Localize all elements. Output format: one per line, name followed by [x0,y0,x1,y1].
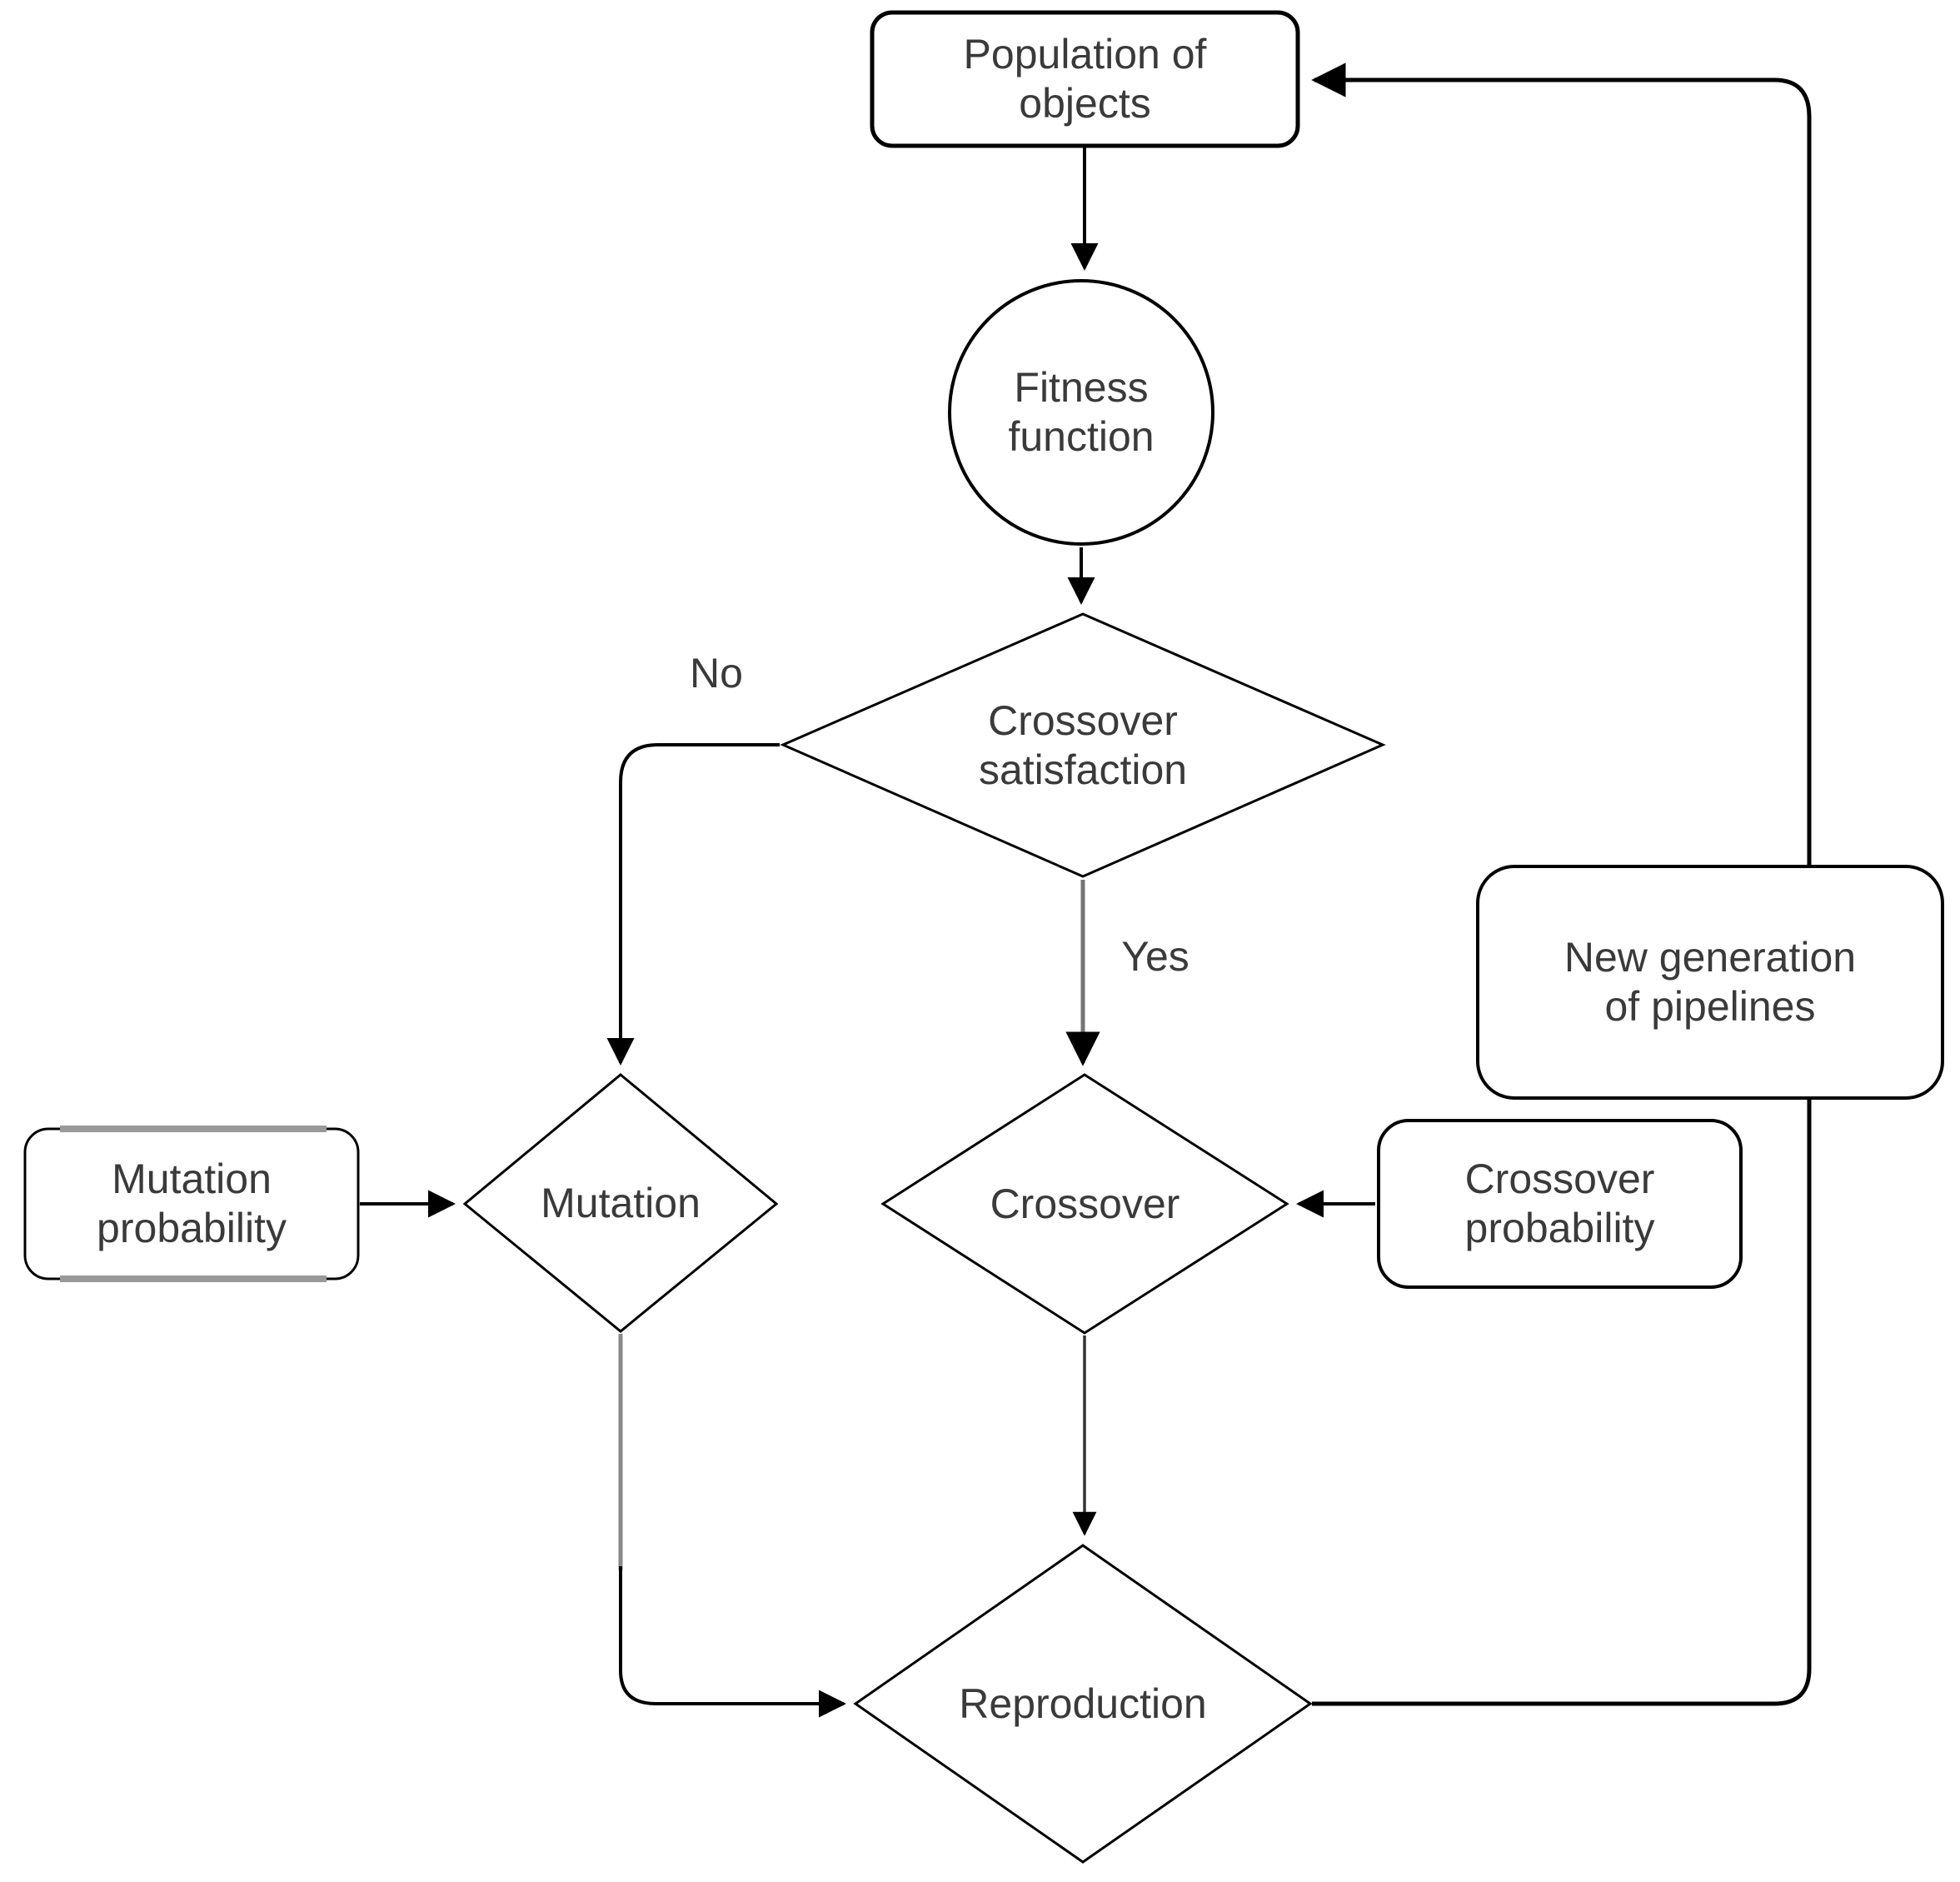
node-mutation-probability-shape [23,1127,360,1280]
node-population-shape [870,10,1300,148]
edge-no-branch-to-mutation [606,743,780,1066]
node-crossover-probability-shape [1377,1119,1743,1289]
node-mutation-probability-accent [60,1126,327,1282]
node-mutation-shape [462,1073,779,1333]
node-crossover-shape [880,1073,1289,1335]
node-crossover-satisfaction-shape [780,612,1386,878]
node-reproduction-shape [853,1544,1313,1864]
node-fitness-shape [948,279,1214,546]
node-new-generation-shape [1476,865,1944,1100]
edge-mutation-to-reproduction [619,1566,846,1718]
